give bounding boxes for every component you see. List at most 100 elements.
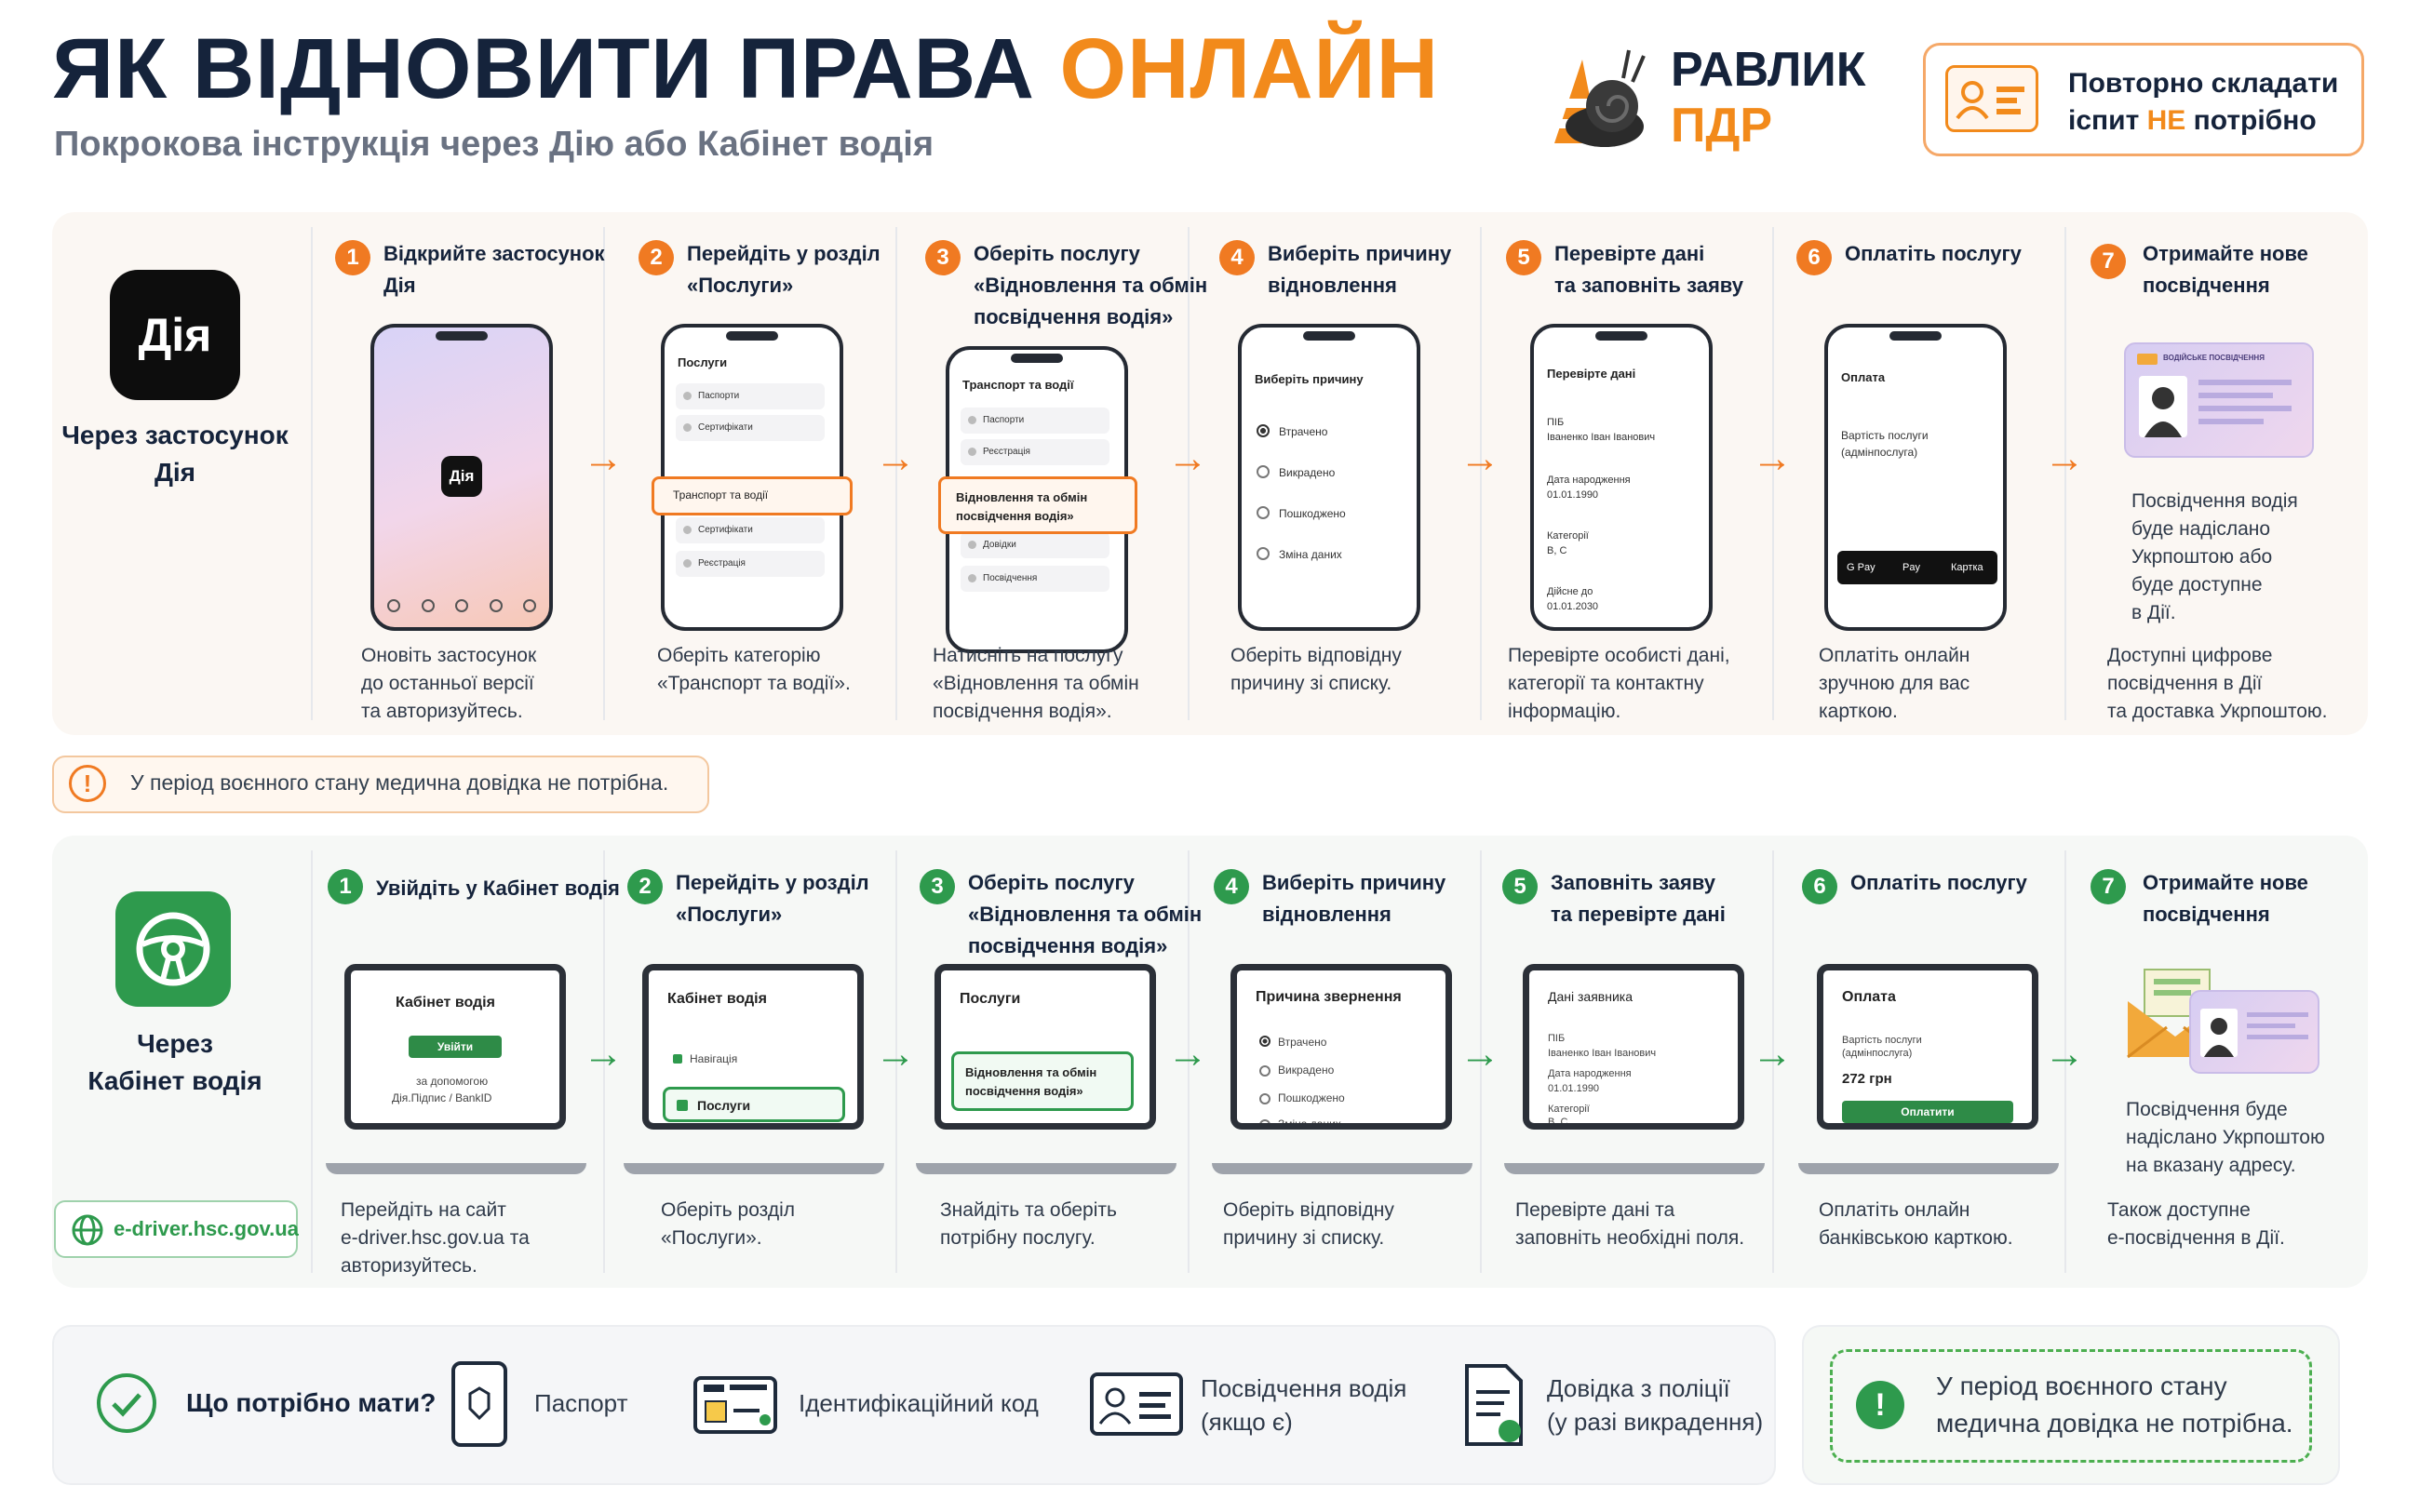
- logo-text-pdr: ПДР: [1671, 99, 1773, 153]
- requirement-police-certificate: Довідка з поліції(у разі викрадення): [1547, 1374, 1764, 1436]
- arrow-right-icon: →: [1167, 435, 1208, 481]
- exclamation-icon: !: [1856, 1381, 1904, 1429]
- arrow-right-icon: →: [1459, 435, 1500, 481]
- divider: [895, 850, 897, 1273]
- step-number: 2: [639, 240, 674, 275]
- step-number: 3: [925, 240, 961, 275]
- step-number: 7: [2091, 869, 2126, 904]
- step-title: Увійдіть у Кабінет водія: [376, 876, 620, 900]
- no-exam-text: Повторно складати іспит НЕ потрібно: [2068, 68, 2339, 136]
- divider: [1188, 850, 1190, 1273]
- step-number: 5: [1502, 869, 1538, 904]
- divider: [603, 850, 605, 1273]
- google-pay-option: G Pay: [1847, 562, 1876, 573]
- diia-app-icon: Дія: [441, 456, 482, 497]
- step-title: Перейдіть у розділ«Послуги»: [676, 871, 869, 926]
- step-description: Перевірте особисті дані,категорії та кон…: [1508, 645, 1730, 722]
- page-subtitle: Покрокова інструкція через Дію або Кабін…: [54, 125, 934, 164]
- divider: [2064, 850, 2066, 1273]
- laptop-mockup: Причина звернення Втрачено Викрадено Пош…: [1230, 964, 1452, 1130]
- driver-license-card: ВОДІЙСЬКЕ ПОСВІДЧЕННЯ: [2124, 342, 2314, 458]
- driver-license-card: [2189, 990, 2319, 1074]
- photo-avatar-icon: [2139, 376, 2187, 437]
- transport-category-highlight: Транспорт та водії: [652, 476, 853, 515]
- step-description: Оберіть розділ«Послуги».: [661, 1199, 796, 1249]
- laptop-base: [1504, 1163, 1765, 1174]
- warning-icon: !: [69, 765, 106, 802]
- globe-icon: [72, 1214, 103, 1246]
- laptop-base: [916, 1163, 1176, 1174]
- phone-mockup: Дія: [370, 324, 553, 631]
- step-description: Оберіть категорію«Транспорт та водії».: [657, 645, 851, 694]
- phone-mockup: Виберіть причину Втрачено Викрадено Пошк…: [1238, 324, 1420, 631]
- driver-license-icon: [1089, 1372, 1184, 1437]
- military-note-box: [1830, 1349, 2312, 1463]
- arrow-right-icon: →: [1752, 1031, 1793, 1077]
- step-number: 1: [328, 869, 363, 904]
- check-circle-icon: [97, 1373, 156, 1433]
- step-number: 4: [1214, 869, 1249, 904]
- arrow-right-icon: →: [2044, 435, 2085, 481]
- passport-icon: [450, 1360, 508, 1448]
- step-title: Оплатіть послугу: [1845, 242, 2022, 265]
- laptop-base: [1798, 1163, 2059, 1174]
- divider: [1772, 227, 1774, 720]
- arrow-right-icon: →: [1167, 1031, 1208, 1077]
- requirements-label: Що потрібно мати?: [186, 1388, 437, 1417]
- diia-app-icon: Дія: [110, 270, 240, 400]
- step-number: 5: [1506, 240, 1541, 275]
- step-description: Натисніть на послугу«Відновлення та обмі…: [933, 645, 1139, 722]
- divider: [1772, 850, 1774, 1273]
- step-number: 7: [2091, 244, 2126, 279]
- step-number: 3: [920, 869, 955, 904]
- laptop-base: [1212, 1163, 1472, 1174]
- laptop-mockup: Оплата Вартість послуги (адмінпослуга) 2…: [1817, 964, 2038, 1130]
- arrow-right-icon: →: [1752, 435, 1793, 481]
- e-driver-site-link[interactable]: e-driver.hsc.gov.ua: [54, 1200, 299, 1258]
- divider: [2064, 227, 2066, 720]
- military-warning-banner: [52, 756, 709, 813]
- arrow-right-icon: →: [875, 1031, 916, 1077]
- services-menu-highlight: Послуги: [663, 1087, 845, 1122]
- arrow-right-icon: →: [875, 435, 916, 481]
- logo-text-ravlyk: РАВЛИК: [1671, 43, 1866, 97]
- arrow-right-icon: →: [2044, 1031, 2085, 1077]
- divider: [311, 227, 313, 720]
- apple-pay-option: Pay: [1902, 562, 1920, 573]
- divider: [1480, 227, 1482, 720]
- steering-wheel-icon: [115, 891, 231, 1007]
- requirement-passport: Паспорт: [534, 1389, 628, 1417]
- laptop-base: [326, 1163, 586, 1174]
- phone-mockup: Перевірте дані ПІБ Іваненко Іван Іванови…: [1530, 324, 1713, 631]
- id-card-icon: [1945, 65, 2038, 132]
- arrow-right-icon: →: [1459, 1031, 1500, 1077]
- step-title: Оплатіть послугу: [1850, 871, 2027, 894]
- phone-mockup: Оплата Вартість послуги (адмінпослуга) G…: [1824, 324, 2007, 631]
- divider: [311, 850, 313, 1273]
- step-number: 6: [1796, 240, 1832, 275]
- photo-avatar-icon: [2200, 1009, 2238, 1057]
